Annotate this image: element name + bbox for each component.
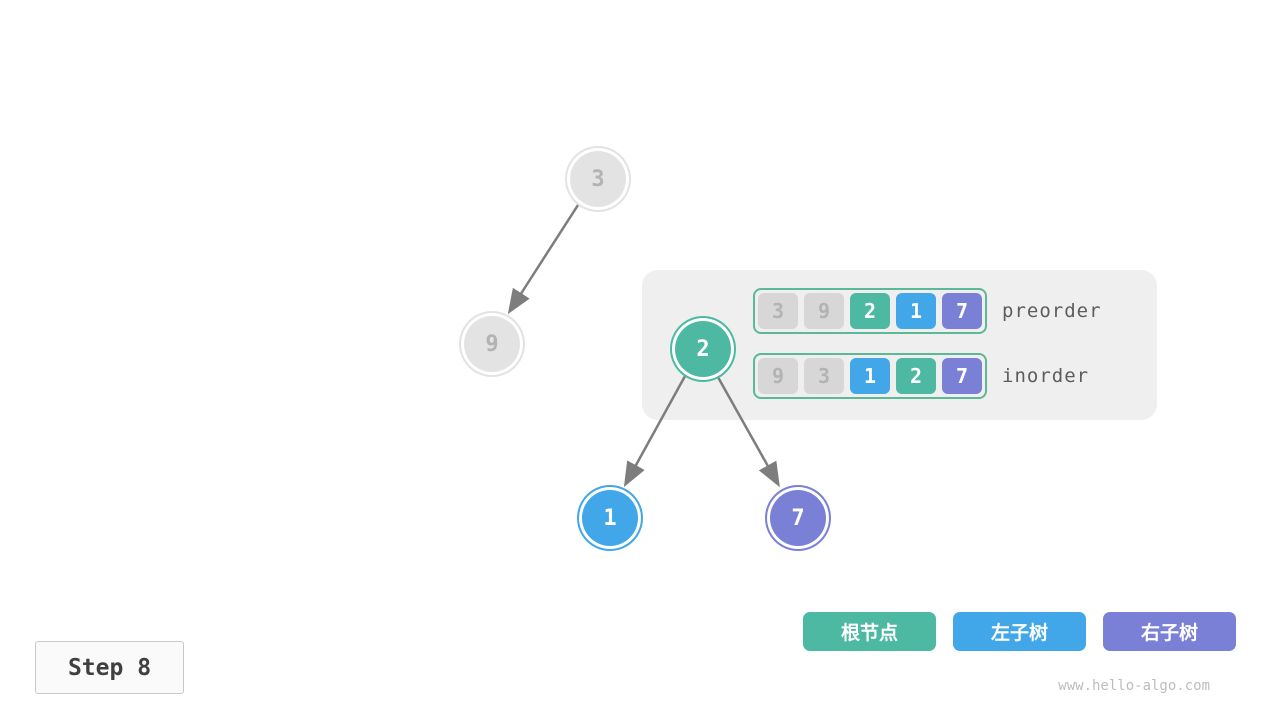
preorder-label: preorder	[1002, 300, 1102, 322]
step-indicator: Step 8	[35, 641, 184, 694]
legend-right-badge: 右子树	[1103, 612, 1236, 651]
legend-left-badge: 左子树	[953, 612, 1086, 651]
legend: 根节点左子树右子树	[803, 612, 1236, 651]
tree-node-9: 9	[459, 311, 525, 377]
step-label: Step 8	[67, 654, 152, 681]
array-cell: 7	[942, 358, 982, 394]
tree-node-1: 1	[577, 485, 643, 551]
inorder-label: inorder	[1002, 365, 1090, 387]
array-cell: 3	[804, 358, 844, 394]
array-cell: 2	[896, 358, 936, 394]
array-cell: 3	[758, 293, 798, 329]
watermark: www.hello-algo.com	[1058, 678, 1210, 694]
array-cell: 2	[850, 293, 890, 329]
array-cell: 1	[850, 358, 890, 394]
tree-node-7: 7	[765, 485, 831, 551]
tree-edge-3-9	[507, 203, 580, 315]
tree-node-3: 3	[565, 146, 631, 212]
tree-node-2: 2	[670, 316, 736, 382]
legend-root-badge: 根节点	[803, 612, 936, 651]
array-cell: 9	[804, 293, 844, 329]
array-cell: 1	[896, 293, 936, 329]
array-cell: 7	[942, 293, 982, 329]
array-cell: 9	[758, 358, 798, 394]
